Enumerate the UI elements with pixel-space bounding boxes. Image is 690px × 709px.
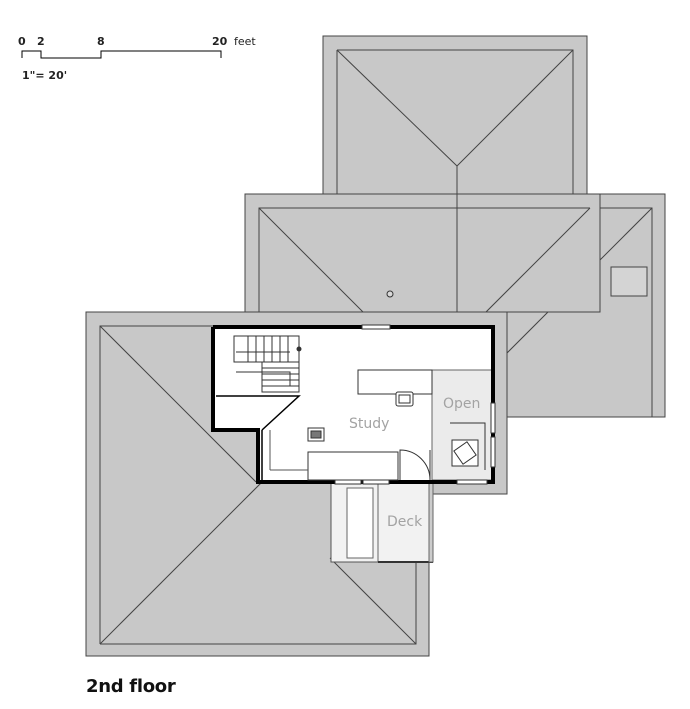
floor-title: 2nd floor [86, 676, 176, 697]
room-label-deck: Deck [387, 514, 423, 530]
scale-unit: feet [234, 35, 256, 48]
scale-tick-2: 2 [37, 35, 45, 48]
desk [357, 369, 433, 395]
stairs [216, 335, 302, 482]
stove-icon [307, 427, 325, 442]
chair-icon [395, 391, 414, 407]
scale-tick-20: 20 [212, 35, 228, 48]
scale-tick-0: 0 [18, 35, 26, 48]
room-label-open: Open [443, 396, 480, 412]
counter [307, 451, 399, 481]
second-floor-interior [211, 324, 496, 485]
room-label-study: Study [349, 416, 389, 432]
skylight-right [610, 266, 648, 297]
open-area-fittings [450, 422, 486, 470]
deck [330, 482, 434, 563]
scale-bar: 0 2 8 20 feet 1"= 20' [18, 35, 256, 82]
study-fittings [269, 369, 433, 481]
scale-tick-8: 8 [97, 35, 105, 48]
roof-vent [386, 290, 394, 298]
scale-ratio: 1"= 20' [22, 69, 67, 82]
armchair-icon [451, 439, 479, 467]
roof-middle [244, 166, 601, 327]
roof-top [322, 35, 588, 201]
